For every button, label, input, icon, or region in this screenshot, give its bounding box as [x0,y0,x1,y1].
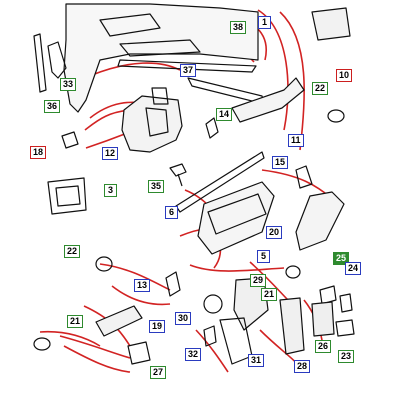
dashboard-panel-shape [63,3,259,113]
glovebox-5-lid-shape [207,193,267,235]
callout-part-23[interactable]: 23 [338,350,355,363]
dashboard-vent-shape [99,13,161,37]
trim-33-shape [47,41,67,79]
bracket-12-slot-shape [145,107,169,137]
clip-24-shape [339,293,353,313]
callout-part-22-upper[interactable]: 22 [312,82,329,95]
callout-part-33[interactable]: 33 [60,78,77,91]
bumper-22-shape [95,256,113,272]
callout-part-20[interactable]: 20 [266,226,283,239]
housing-10-shape [311,7,351,41]
damper-30-shape [203,294,223,314]
handle-19-shape [95,305,143,337]
callout-part-15[interactable]: 15 [272,156,289,169]
switch-18-shape [61,131,79,149]
glovebox-5-shape [197,181,275,255]
callout-part-10[interactable]: 10 [336,69,353,82]
panel-20-shape [295,191,345,251]
callout-part-1[interactable]: 1 [258,16,271,29]
dashboard-opening-shape [119,39,201,57]
callout-part-3[interactable]: 3 [104,184,117,197]
callout-part-22-lower[interactable]: 22 [64,245,81,258]
callout-part-19[interactable]: 19 [149,320,166,333]
callout-part-27[interactable]: 27 [150,366,167,379]
block-26-shape [311,301,335,337]
callout-part-30[interactable]: 30 [175,312,192,325]
callout-part-38[interactable]: 38 [230,21,247,34]
latch-15-shape [295,165,313,189]
callout-part-21-lower[interactable]: 21 [67,315,84,328]
callout-part-21-upper[interactable]: 21 [261,288,278,301]
clip-14-shape [205,117,219,139]
rail-38-shape [117,59,257,73]
callout-part-26[interactable]: 26 [315,340,332,353]
callout-part-28[interactable]: 28 [294,360,311,373]
callout-part-13[interactable]: 13 [134,279,151,292]
callout-part-6[interactable]: 6 [165,206,178,219]
screw-35-shape [169,163,187,187]
callout-part-29[interactable]: 29 [250,274,267,287]
frame-3-shape [47,177,87,215]
callout-part-18[interactable]: 18 [30,146,47,159]
bracket-12-shape [121,95,183,153]
panel-37-shape [187,77,265,105]
cap-23-shape [335,319,355,337]
bolt-32-shape [203,325,217,347]
callout-part-37[interactable]: 37 [180,64,197,77]
callout-part-5[interactable]: 5 [257,250,270,263]
callout-part-36[interactable]: 36 [44,100,61,113]
callout-part-25[interactable]: 25 [333,252,350,265]
striker-6-shape [175,151,265,213]
callout-part-35[interactable]: 35 [148,180,165,193]
switch-25-shape [319,285,337,305]
callout-part-32[interactable]: 32 [185,348,202,361]
knob-22-shape [327,109,345,123]
trim-11-shape [231,77,305,123]
knob-21-shape [33,337,51,351]
callout-part-11[interactable]: 11 [288,134,304,147]
callout-part-14[interactable]: 14 [216,108,233,121]
callout-part-12[interactable]: 12 [102,147,119,160]
part-outlines [33,3,355,365]
bracket-12-mount-shape [151,87,169,105]
frame-3-inner-shape [55,185,81,207]
mount-28-shape [279,297,305,355]
callout-part-24[interactable]: 24 [345,262,362,275]
bumper-21-shape [285,265,301,279]
bracket-27-shape [127,341,151,365]
strip-36-shape [33,33,47,93]
spring-13-shape [165,271,181,297]
callout-part-31[interactable]: 31 [248,354,265,367]
